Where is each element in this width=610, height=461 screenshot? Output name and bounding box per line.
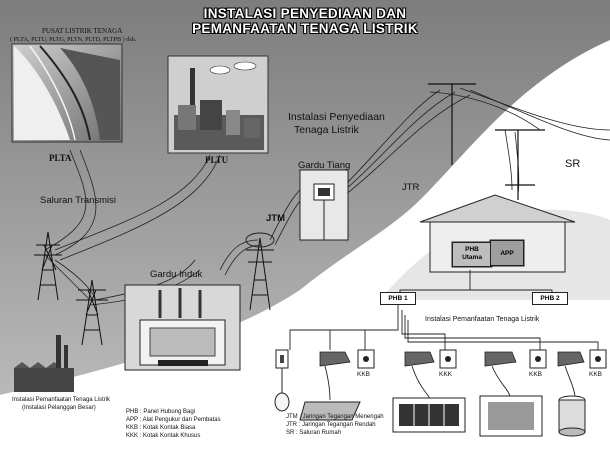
house-wiring [289,270,599,350]
socket-label-kkb-1: KKB [357,371,371,378]
water-heater-appliance [558,395,586,437]
legend-right-item: JTR : Jaringan Tegangan Rendah [286,422,376,428]
pylon-left [34,231,62,301]
instalasi-pemanfaatan-label: Instalasi Pemanfaatan Tenaga Listrik [425,316,540,323]
legend-left-item: KKK : Kotak Kontak Khusus [126,433,201,439]
phb1-label: PHB 1 [388,295,408,302]
legend-left-item: APP : Alat Pengukur dan Pembatas [126,417,221,423]
instalasi-penyediaan-line1: Instalasi Penyediaan [288,111,385,123]
legend-right: JTM : Jaringan Tegangan Menengah JTR : J… [286,413,384,437]
gardu-induk-transformer [124,284,241,371]
gardu-tiang-label: Gardu Tiang [298,160,351,171]
pylon-jtm [245,232,275,311]
phb-utama-line1: PHB [465,246,479,253]
legend-left-item: PHB : Panel Hubung Bagi [126,409,196,415]
lamp-and-switch [274,349,290,412]
plugs [319,351,585,367]
gardu-tiang-box [299,169,349,241]
pylon-mid [76,279,108,346]
legend-left: PHB : Panel Hubung Bagi APP : Alat Pengu… [126,408,221,440]
socket-label-kkb-2: KKB [529,371,543,378]
instalasi-penyediaan-line2: Tenaga Listrik [294,124,359,136]
plta-label: PLTA [49,153,72,163]
jtr-label: JTR [402,182,420,193]
pusat-title: PUSAT LISTRIK TENAGA [42,27,123,35]
title-line-1: INSTALASI PENYEDIAAN DAN [203,6,407,21]
sr-label: SR [565,158,581,170]
app-label: APP [500,250,514,257]
factory-picture [14,335,74,392]
transmission-lines [44,87,610,306]
gardu-induk-label: Gardu Induk [150,269,203,280]
heater-appliance [392,397,466,433]
pltu-picture [167,55,269,154]
phb2-label: PHB 2 [540,295,560,302]
socket-dots [363,356,601,362]
title-line-2: PEMANFAATAN TENAGA LISTRIK [192,21,418,36]
pltu-label: PLTU [205,155,229,165]
phb2-box: PHB 2 [532,292,568,305]
legend-right-item: JTM : Jaringan Tegangan Menengah [286,414,384,420]
pelanggan-besar-line2: (Instalasi Pelanggan Besar) [22,405,96,411]
jtr-poles [428,83,545,200]
phb1-box: PHB 1 [380,292,416,305]
app-box: APP [490,240,524,266]
pelanggan-besar-line1: Instalasi Pemanfaatan Tenaga Listrik [12,397,110,403]
jtm-label: JTM [266,213,285,224]
saluran-transmisi-label: Saluran Transmisi [40,195,117,206]
iron-appliance [299,401,361,421]
legend-right-item: SR : Saluran Rumah [286,430,342,436]
plta-picture [11,43,123,143]
pusat-subtitle: ( PLTA, PLTU, PLTG, PLTN, PLTD, PLTPB ) … [10,36,137,43]
socket-label-kkk-1: KKK [439,371,453,378]
legend-left-item: KKB : Kotak Kontak Biasa [126,425,196,431]
tv-appliance [479,395,543,437]
phb-utama-box: PHB Utama [452,242,492,267]
socket-label-kkb-3: KKB [589,371,603,378]
phb-utama-line2: Utama [462,254,482,261]
